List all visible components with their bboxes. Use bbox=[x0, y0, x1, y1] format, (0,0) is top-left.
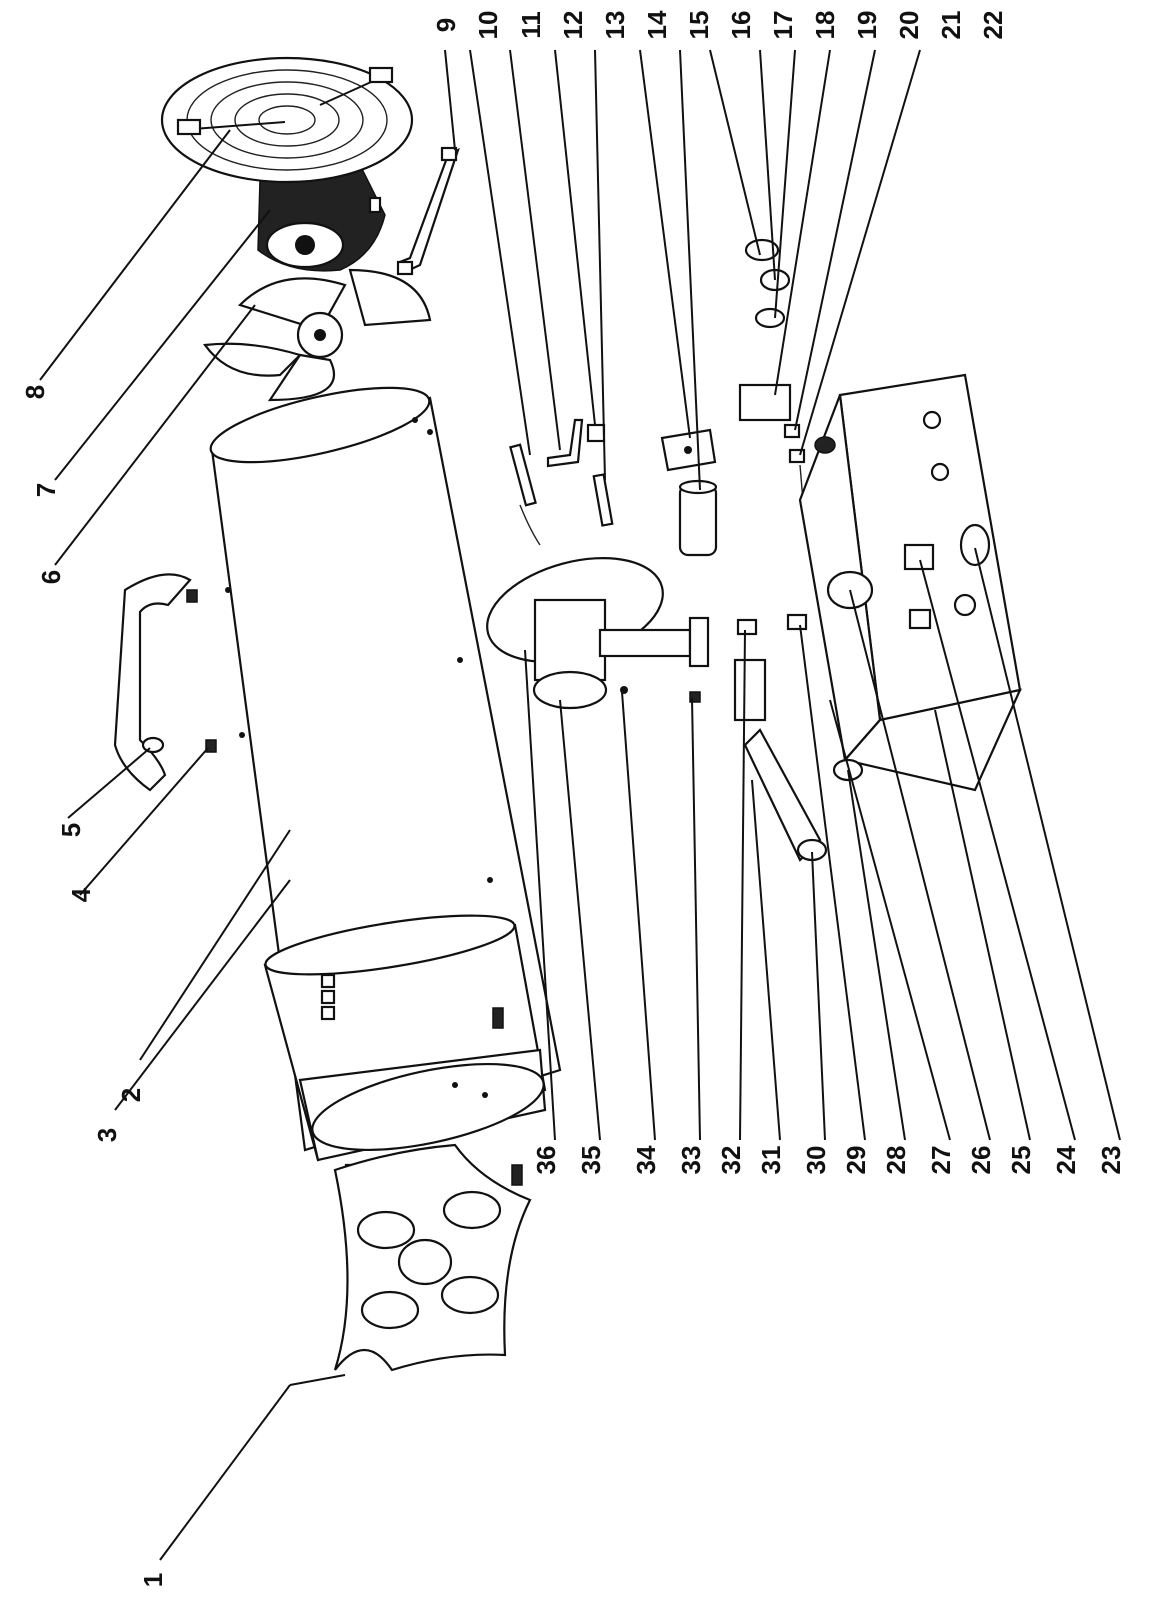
label-32: 32 bbox=[716, 1146, 746, 1175]
label-12: 12 bbox=[558, 11, 588, 40]
fan-blade bbox=[203, 268, 432, 402]
photocell bbox=[586, 423, 606, 443]
label-16: 16 bbox=[726, 11, 756, 40]
label-9: 9 bbox=[431, 18, 461, 32]
label-15: 15 bbox=[684, 11, 714, 40]
heating-element bbox=[733, 658, 864, 862]
label-33: 33 bbox=[676, 1146, 706, 1175]
label-30: 30 bbox=[801, 1146, 831, 1175]
label-28: 28 bbox=[881, 1146, 911, 1175]
burner-assembly bbox=[486, 557, 710, 710]
label-2: 2 bbox=[116, 1088, 146, 1102]
label-26: 26 bbox=[966, 1146, 996, 1175]
label-25: 25 bbox=[1006, 1146, 1036, 1175]
nozzle-parts bbox=[689, 613, 808, 703]
label-29: 29 bbox=[841, 1146, 871, 1175]
label-4: 4 bbox=[66, 887, 96, 902]
label-1: 1 bbox=[138, 1573, 168, 1587]
capacitor bbox=[678, 479, 718, 557]
label-13: 13 bbox=[600, 11, 630, 40]
label-23: 23 bbox=[1096, 1146, 1126, 1175]
fan-guard bbox=[160, 56, 414, 184]
thermostat-probe bbox=[592, 473, 614, 527]
label-19: 19 bbox=[852, 11, 882, 40]
small-plate bbox=[660, 428, 717, 472]
cylinder-rear-end bbox=[298, 1048, 547, 1162]
fan-motor bbox=[257, 159, 386, 272]
label-10: 10 bbox=[473, 11, 503, 40]
label-31: 31 bbox=[756, 1146, 786, 1175]
label-3: 3 bbox=[92, 1128, 122, 1142]
leader-lines bbox=[39, 49, 1121, 1561]
part-labels: 1 2 3 4 5 6 7 8 9 10 11 12 13 14 15 16 1… bbox=[20, 10, 1126, 1587]
label-17: 17 bbox=[768, 11, 798, 40]
label-18: 18 bbox=[810, 11, 840, 40]
label-27: 27 bbox=[926, 1146, 956, 1175]
label-11: 11 bbox=[516, 11, 546, 39]
label-36: 36 bbox=[531, 1146, 561, 1175]
control-box bbox=[798, 373, 1022, 792]
label-24: 24 bbox=[1051, 1145, 1081, 1174]
label-5: 5 bbox=[56, 823, 86, 837]
label-8: 8 bbox=[20, 385, 50, 399]
flame-plate bbox=[333, 1143, 532, 1372]
label-21: 21 bbox=[936, 11, 966, 40]
label-20: 20 bbox=[894, 11, 924, 40]
label-14: 14 bbox=[642, 10, 672, 39]
label-22: 22 bbox=[978, 11, 1008, 40]
mounting-bracket bbox=[396, 146, 460, 276]
electrode-bracket bbox=[546, 418, 584, 468]
label-34: 34 bbox=[631, 1145, 661, 1174]
label-6: 6 bbox=[36, 570, 66, 584]
ignition-electrode bbox=[509, 443, 541, 546]
label-35: 35 bbox=[576, 1146, 606, 1175]
fuel-fittings bbox=[738, 238, 826, 581]
label-7: 7 bbox=[31, 483, 61, 497]
